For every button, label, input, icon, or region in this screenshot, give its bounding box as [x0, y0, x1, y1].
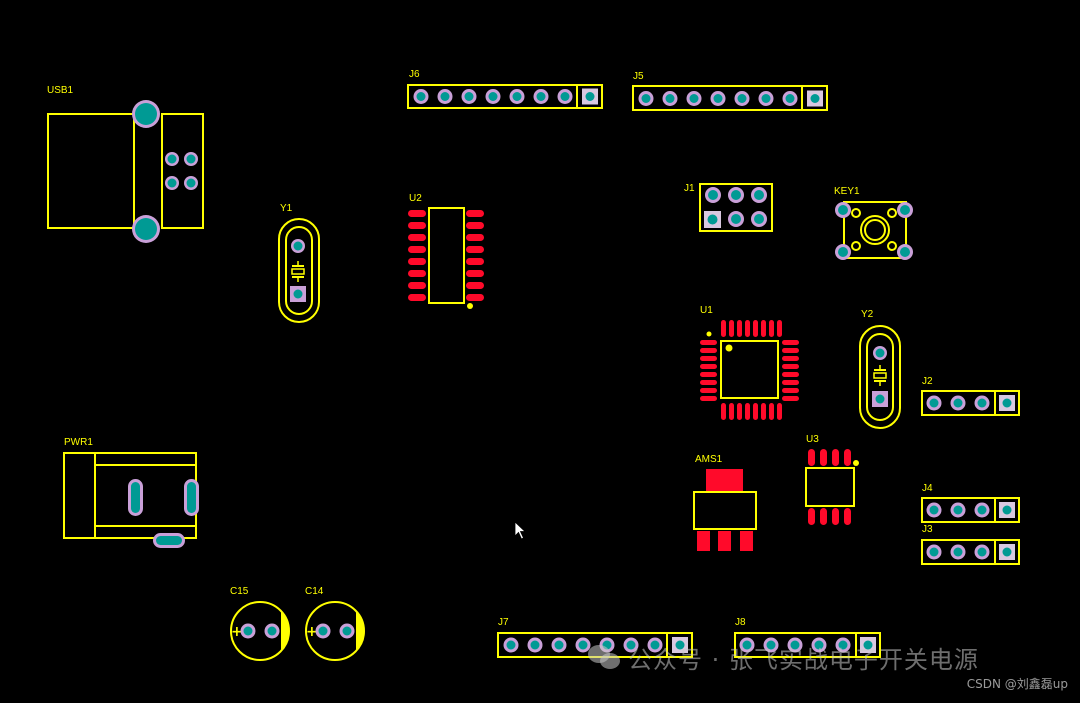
j7-pins — [503, 637, 688, 653]
u2-pads-left — [408, 210, 426, 301]
j8-pins — [739, 637, 876, 653]
j4-pins — [926, 502, 1015, 518]
designator-ams1: AMS1 — [695, 454, 723, 465]
designator-usb1: USB1 — [47, 85, 74, 96]
designator-y1: Y1 — [280, 203, 293, 214]
designator-u3: U3 — [806, 434, 819, 445]
u3-pads-bottom — [808, 508, 851, 525]
component-j1[interactable]: J1 — [684, 183, 773, 232]
designator-u2: U2 — [409, 193, 422, 204]
wechat-icon — [588, 644, 622, 671]
component-y2[interactable]: Y2 — [859, 309, 901, 429]
pwr1-pins — [128, 479, 199, 548]
u1-pads-bottom — [721, 403, 782, 420]
u1-pads-right — [782, 340, 799, 401]
j5-pins — [638, 90, 823, 107]
designator-j1: J1 — [684, 183, 695, 194]
designator-j5: J5 — [633, 71, 644, 82]
component-usb1[interactable]: USB1 — [47, 85, 204, 243]
designator-j6: J6 — [409, 69, 420, 80]
crystal-symbol-icon — [873, 365, 887, 386]
pin1-marker-icon — [467, 303, 473, 309]
designator-y2: Y2 — [861, 309, 874, 320]
credit-text: CSDN @刘鑫磊up — [966, 677, 1068, 691]
designator-c14: C14 — [305, 586, 324, 597]
designator-c15: C15 — [230, 586, 249, 597]
designator-pwr1: PWR1 — [64, 437, 93, 448]
designator-j2: J2 — [922, 376, 933, 387]
watermark-text: 公众号 · 张飞实战电子开关电源 — [628, 646, 979, 674]
component-pwr1[interactable]: PWR1 — [63, 437, 199, 548]
component-u2[interactable]: U2 — [408, 193, 484, 309]
u1-pads-top — [721, 320, 782, 337]
u3-pads-top — [808, 449, 851, 466]
component-key1[interactable]: KEY1 — [834, 186, 913, 260]
designator-j8: J8 — [735, 617, 746, 628]
component-j3[interactable]: J3 — [921, 524, 1020, 565]
polarity-plus-icon: + — [306, 624, 318, 640]
u1-pads-left — [700, 340, 717, 401]
component-y1[interactable]: Y1 — [278, 203, 320, 323]
component-c14[interactable]: C14 + — [305, 586, 365, 661]
component-j4[interactable]: J4 — [921, 483, 1020, 523]
key1-pins — [835, 202, 913, 260]
j6-pins — [413, 88, 598, 105]
j3-pins — [926, 544, 1015, 560]
component-j2[interactable]: J2 — [921, 376, 1020, 416]
polarity-plus-icon: + — [231, 624, 243, 640]
component-u1[interactable]: U1 — [700, 305, 799, 420]
designator-key1: KEY1 — [834, 186, 860, 197]
pin1-dot-icon — [706, 331, 712, 337]
component-j8[interactable]: J8 — [734, 617, 881, 658]
watermark: 公众号 · 张飞实战电子开关电源 — [588, 640, 979, 675]
u2-pads-right — [466, 210, 484, 301]
component-c15[interactable]: C15 + — [230, 586, 290, 661]
designator-j7: J7 — [498, 617, 509, 628]
usb1-mount-pad-top — [132, 100, 160, 128]
component-ams1[interactable]: AMS1 — [693, 454, 757, 551]
component-j7[interactable]: J7 — [497, 617, 693, 658]
component-u3[interactable]: U3 — [805, 434, 859, 525]
crystal-symbol-icon — [291, 261, 305, 282]
usb1-pins — [165, 152, 198, 190]
usb1-mount-pad-bottom — [132, 215, 160, 243]
arrow-cursor-icon — [514, 521, 527, 540]
designator-u1: U1 — [700, 305, 713, 316]
j2-pins — [926, 395, 1015, 411]
j1-pins — [704, 187, 767, 228]
component-j5[interactable]: J5 — [632, 71, 828, 111]
component-j6[interactable]: J6 — [407, 69, 603, 109]
designator-j4: J4 — [922, 483, 933, 494]
designator-j3: J3 — [922, 524, 933, 535]
